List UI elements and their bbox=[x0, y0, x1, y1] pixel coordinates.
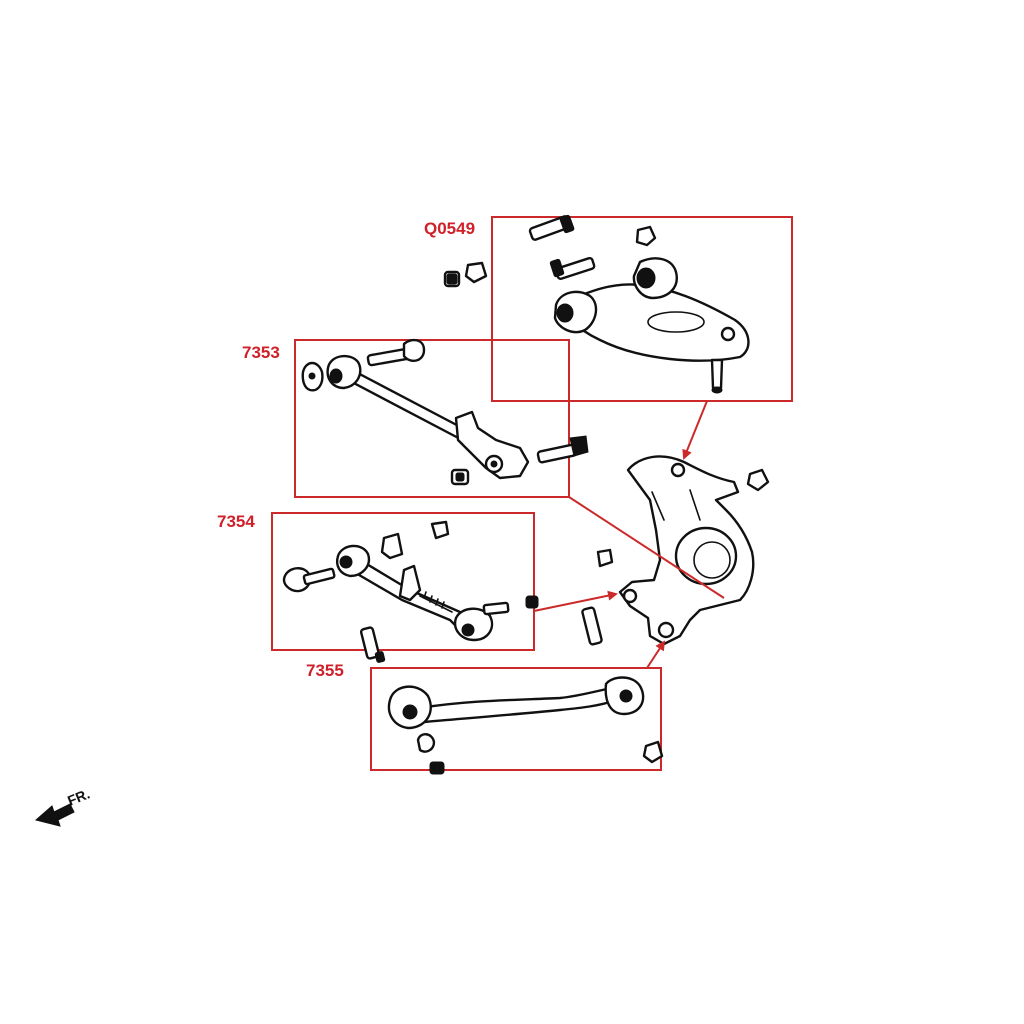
nut-icon bbox=[596, 548, 614, 568]
trailing-arm-frame bbox=[370, 667, 662, 771]
rear-knuckle bbox=[618, 455, 755, 646]
toe-arm-washer-hole bbox=[308, 372, 316, 380]
toe-arm-group: 7353 bbox=[242, 338, 589, 498]
knuckle-rib bbox=[651, 489, 701, 521]
nut-icon bbox=[635, 225, 657, 247]
trailing-arm-washer bbox=[416, 733, 436, 753]
camber-arm-thread bbox=[419, 591, 453, 613]
knuckle-hub-inner bbox=[693, 541, 731, 579]
trailing-arm-rear-bushing bbox=[619, 689, 633, 703]
toe-arm-outer-hole bbox=[490, 460, 498, 468]
trailing-arm-body bbox=[418, 686, 618, 724]
camber-arm-outer-bushing bbox=[461, 623, 475, 637]
nut-icon bbox=[642, 740, 664, 764]
nut-icon bbox=[525, 595, 539, 609]
upper-arm-body bbox=[558, 283, 750, 362]
upper-arm-frame bbox=[491, 216, 793, 402]
nut-icon bbox=[443, 270, 461, 288]
trailing-arm-front-bushing bbox=[402, 704, 418, 720]
trailing-arm-code: 7355 bbox=[306, 661, 344, 680]
trailing-arm-group: 7355 bbox=[306, 661, 664, 775]
bolt-icon bbox=[581, 606, 603, 646]
nut-icon bbox=[746, 468, 770, 492]
nut-icon bbox=[429, 761, 445, 775]
direction-arrow-icon bbox=[34, 803, 75, 827]
bolt-icon bbox=[482, 601, 510, 616]
camber-arm-inner-eye bbox=[336, 544, 371, 578]
bolt-icon bbox=[359, 626, 386, 663]
bolt-icon bbox=[366, 338, 426, 367]
toe-arm-outer-bracket bbox=[454, 410, 530, 480]
knuckle-side-hole bbox=[622, 588, 638, 604]
camber-arm-inner-bushing bbox=[339, 555, 353, 569]
upper-arm-bracket-hole bbox=[720, 326, 736, 342]
knuckle-lower-hole bbox=[657, 621, 675, 639]
toe-arm-inner-bushing bbox=[329, 368, 343, 384]
upper-arm-code: Q0549 bbox=[424, 219, 475, 238]
leader-toe-to-knuckle bbox=[568, 496, 725, 599]
bolt-icon bbox=[282, 567, 336, 593]
ball-joint-tip bbox=[711, 386, 723, 394]
leader-upper-to-knuckle bbox=[682, 400, 708, 460]
leader-camber-to-knuckle bbox=[533, 590, 618, 612]
toe-arm-code: 7353 bbox=[242, 343, 280, 362]
direction-indicator: FR. bbox=[34, 785, 92, 827]
toe-arm-rod bbox=[346, 368, 472, 444]
camber-arm-frame bbox=[271, 512, 535, 651]
leader-trailing-to-knuckle bbox=[646, 640, 666, 669]
knuckle-hub-bore bbox=[674, 526, 738, 586]
camber-arm-code: 7354 bbox=[217, 512, 255, 531]
camber-arm-washer bbox=[380, 532, 404, 560]
toe-arm-frame bbox=[294, 339, 570, 498]
direction-label: FR. bbox=[65, 785, 92, 808]
bolt-icon bbox=[549, 256, 596, 280]
upper-arm-front-bushing bbox=[636, 267, 656, 289]
upper-arm-opening bbox=[647, 311, 705, 333]
upper-arm-rear-bushing bbox=[556, 303, 574, 323]
ball-joint-stud bbox=[710, 358, 724, 390]
knuckle-upper-hole bbox=[670, 462, 686, 478]
camber-arm-adjuster bbox=[398, 564, 422, 602]
camber-arm-group: 7354 bbox=[217, 512, 535, 663]
bolt-icon bbox=[536, 435, 589, 464]
nut-icon bbox=[464, 261, 488, 284]
upper-arm-group: Q0549 bbox=[424, 214, 793, 402]
bolt-icon bbox=[528, 214, 575, 241]
nut-icon bbox=[450, 468, 470, 486]
nut-icon bbox=[430, 520, 450, 540]
